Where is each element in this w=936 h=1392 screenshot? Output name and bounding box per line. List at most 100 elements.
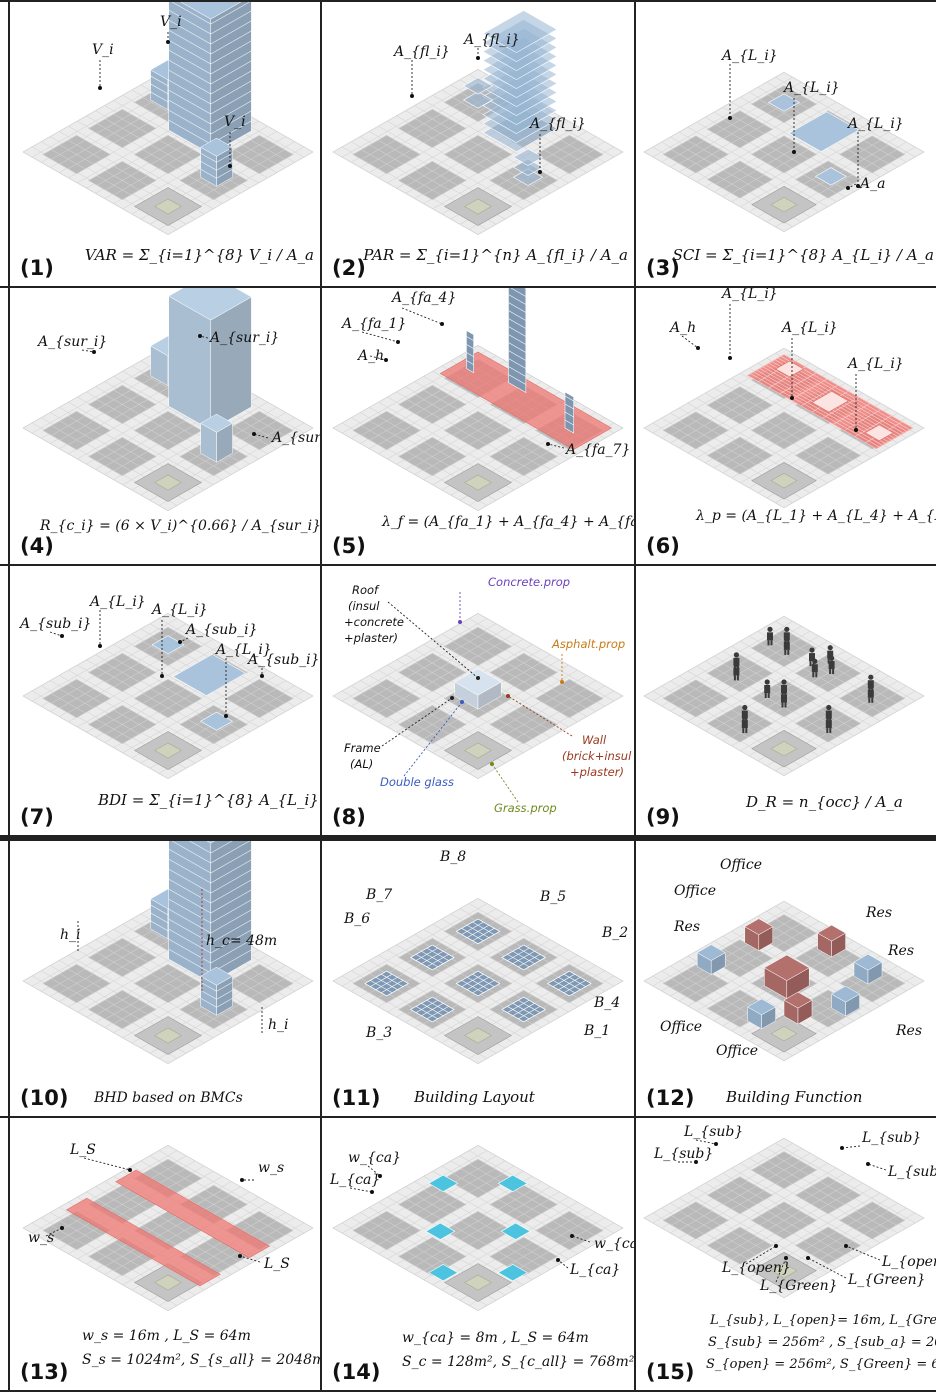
floor-slab (462, 77, 494, 95)
person-icon (733, 661, 740, 681)
green-patch (770, 196, 798, 213)
label-wall: Wall (582, 733, 607, 747)
panel-14-formula-line-2: S_c = 128m², S_{c_all} = 768m² (402, 1354, 634, 1370)
panel-15: L_{sub}L_{sub}L_{sub}L_{sub}L_{open}L_{G… (636, 1118, 936, 1390)
layout-grid (501, 996, 546, 1023)
green-patch (770, 472, 798, 489)
courtyard-0 (497, 1174, 528, 1192)
block-grid (43, 679, 111, 718)
label-al-1: A_{L_i} (720, 288, 778, 302)
leader-dot (728, 356, 732, 360)
res-box-2-top (853, 953, 883, 971)
leader-dot (840, 1146, 844, 1150)
panel-1-formula: VAR = Σ_{i=1}^{8} V_i / A_a (84, 246, 314, 264)
layout-grid (410, 944, 455, 971)
block-grid (225, 135, 293, 174)
highlight-4 (811, 390, 850, 413)
block-grid (43, 1211, 111, 1250)
facade-1 (466, 329, 474, 374)
panel-8-number: (8) (332, 805, 366, 829)
leader-line (45, 1227, 63, 1237)
leader-dot (396, 340, 400, 344)
leader-dot (792, 150, 796, 154)
building-small-2-top (200, 137, 234, 157)
leader-dot (384, 358, 388, 362)
panel-14-scene: w_{ca}L_{ca}w_{ca}L_{ca} (329, 1145, 634, 1311)
courtyard-5 (428, 1264, 459, 1282)
leader-dot (92, 350, 96, 354)
block-grid (839, 1201, 905, 1240)
block-grid (490, 437, 558, 476)
leader-line (745, 1245, 777, 1265)
label-hi-2: h_i (268, 1017, 289, 1033)
panel-3-number: (3) (646, 256, 680, 280)
leader-dot (166, 40, 170, 44)
panel-14-number: (14) (332, 1360, 381, 1384)
block-grid (490, 653, 558, 692)
label-b-6: B_4 (593, 995, 620, 1011)
building-tall-side (210, 296, 252, 431)
block-grid (88, 161, 156, 200)
footprint-3 (200, 711, 234, 731)
leader-dot (228, 164, 232, 168)
footprint-2 (788, 111, 860, 152)
leader-dot (378, 1174, 382, 1178)
leader-line (179, 637, 189, 643)
leader-dot (844, 1244, 848, 1248)
leader-dot (60, 634, 64, 638)
panel-4-scene: A_{sur_i}A_{sur_i}A_{sur_i} (22, 288, 320, 511)
leader-dot (774, 1244, 778, 1248)
panel-11-number: (11) (332, 1086, 381, 1110)
courtyard-3 (425, 1222, 456, 1240)
panel-11-scene: B_8B_7B_6B_5B_2B_3B_4B_1 (332, 849, 628, 1064)
leader-dot (856, 184, 860, 188)
label-b-5: B_3 (365, 1025, 392, 1041)
building-tall-side (210, 2, 252, 155)
label-frame-al: (AL) (350, 757, 373, 771)
block-grid (88, 437, 156, 476)
block-grid (707, 704, 773, 743)
label-double-glass: Double glass (380, 775, 454, 789)
label-aa: A_a (858, 176, 885, 192)
label-func-6: Office (716, 1043, 758, 1059)
block-grid (751, 1151, 817, 1189)
leader-line (867, 1163, 887, 1171)
leader-dot (98, 644, 102, 648)
leader-line (367, 1165, 381, 1177)
panel-7-number: (7) (20, 805, 54, 829)
office-box-1-top (744, 918, 774, 935)
green-patch (464, 474, 492, 491)
block-grid (398, 653, 466, 692)
label-al-2: A_{L_i} (150, 602, 208, 618)
label-afa-4: A_{fa_4} (390, 290, 456, 306)
leader-dot (556, 1258, 560, 1262)
leader-line (369, 355, 387, 361)
block-grid (398, 385, 466, 424)
label-func-7: Res (895, 1023, 922, 1039)
label-ws-2: w_s (28, 1230, 54, 1246)
label-lsub-4: L_{sub} (887, 1164, 936, 1180)
facade-1-grid (466, 336, 474, 365)
leader-line (83, 1157, 131, 1171)
block-grid (225, 411, 293, 450)
block-grid (88, 705, 156, 744)
panel-15-formula-line-1: L_{sub}, L_{open}= 16m, L_{Green}= 8m (710, 1313, 936, 1328)
leader-dot (410, 94, 414, 98)
panel-9-formula: D_R = n_{occ} / A_a (746, 793, 903, 811)
green-patch (770, 1262, 798, 1279)
panel-4-number: (4) (20, 534, 54, 558)
block-grid (88, 385, 156, 424)
label-lopen-1: L_{open} (721, 1260, 791, 1276)
res-box-1-top (696, 944, 726, 961)
label-lgreen-2: L_{Green} (847, 1272, 926, 1288)
label-al-4: A_{L_i} (780, 320, 838, 336)
leader-dot (240, 1178, 244, 1182)
label-lsub-1: L_{sub} (683, 1124, 743, 1140)
block-grid (43, 411, 111, 450)
leader-dot (784, 1256, 788, 1260)
